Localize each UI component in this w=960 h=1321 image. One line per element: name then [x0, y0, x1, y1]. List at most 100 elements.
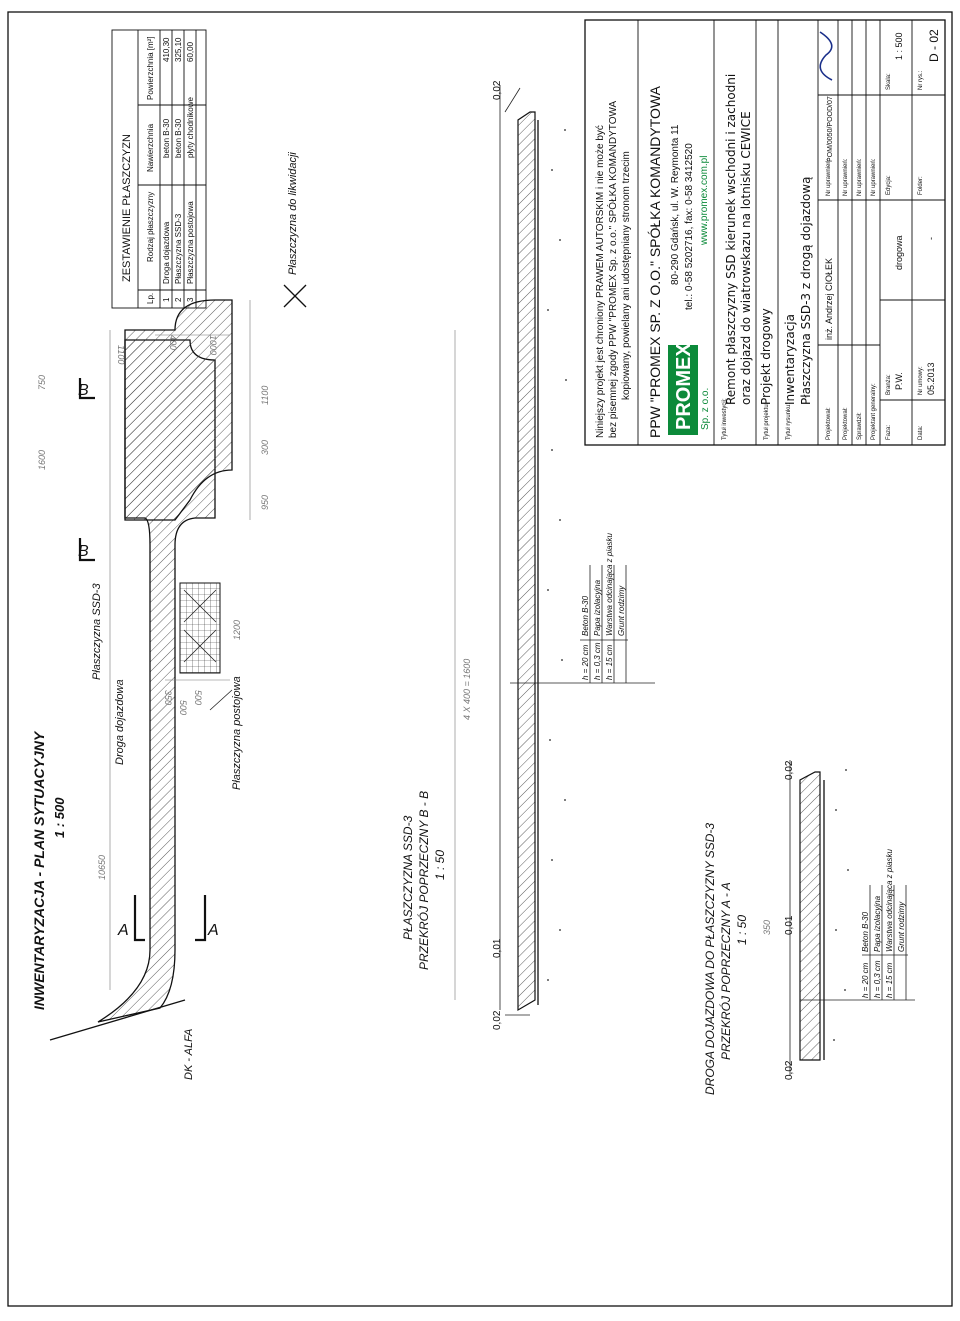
site-plan: INWENTARYZACJA - PLAN SYTUACYJNY 1 : 500… [31, 152, 456, 1080]
dim-1000: 1000 [208, 335, 218, 355]
license-label: Nr uprawnień: [826, 158, 832, 196]
dim-750: 750 [37, 375, 47, 390]
dim-1100: 1100 [260, 386, 270, 405]
section-mark-a2: A [207, 922, 219, 939]
plan-title: INWENTARYZACJA - PLAN SYTUACYJNY [31, 730, 47, 1010]
layer-name: Papa izolacyjna [873, 895, 882, 952]
section-aa-title1: DROGA DOJAZDOWA DO PŁASZCZYZNY SSD-3 [703, 823, 717, 1095]
signature [819, 31, 833, 81]
dim-350: 350 [163, 690, 173, 705]
legend-demolition-icon [283, 284, 307, 308]
promex-logo-sub: Sp. z o.o. [700, 388, 711, 430]
table-row: 1 Droga dojazdowa beton B-30 410,30 [162, 37, 171, 302]
inwestycja-line-2: oraz dojazd do wiatrowskazu na lotnisku … [739, 111, 753, 405]
section-aa-scale: 1 : 50 [735, 915, 749, 945]
section-aa-title2: PRZEKRÓJ POPRZECZNY A - A [718, 882, 733, 1060]
projekt-title: Projekt drogowy [759, 308, 773, 405]
nrrys-label: Nr rys.: [918, 70, 924, 90]
company-name: PPW "PROMEX SP. Z O.O." SPÓŁKA KOMANDYTO… [647, 85, 663, 438]
section-mark-b2: B [78, 382, 89, 399]
parking-pad [179, 582, 221, 674]
dim-400: 400 [168, 335, 178, 350]
license-label: Nr uprawnień: [843, 158, 849, 196]
layer-name: Grunt rodzimy [897, 901, 906, 952]
dim-500: 500 [193, 690, 203, 705]
section-bb-scale: 1 : 50 [433, 850, 447, 880]
edycja-label: Edycja: [886, 175, 892, 195]
pad-ssd3 [124, 299, 233, 521]
section-bb-slab [517, 111, 536, 1012]
layer-thickness: h = 15 cm [885, 962, 894, 998]
sheet-border [7, 11, 953, 1307]
layer-name: Warstwa odcinająca z piasku [885, 848, 894, 952]
table-cell: Płaszczyzna postojowa [186, 201, 195, 284]
personnel-rows: Projektował: inż. Andrzej CIOŁEK Nr upra… [818, 20, 881, 445]
skala-label: Skala: [886, 73, 892, 90]
layer-name: Grunt rodzimy [617, 585, 626, 636]
person-name: inż. Andrzej CIOŁEK [824, 258, 834, 340]
table-row: 2 Płaszczyzna SSD-3 beton B-30 325,10 [174, 37, 183, 302]
dim-300: 300 [260, 440, 270, 455]
layer-thickness: h = 20 cm [861, 962, 870, 998]
faza-value: P.W. [894, 372, 904, 390]
section-bb-title1: PŁASZCZYZNA SSD-3 [401, 815, 415, 940]
table-cell: Droga dojazdowa [162, 221, 171, 284]
notice-line-1: Niniejszy projekt jest chroniony PRAWEM … [595, 125, 606, 438]
plan-dimension-lines [109, 300, 456, 1000]
rysunek-line-2: Płaszczyzna SSD-3 z drogą dojazdową [799, 177, 813, 405]
table-header-lp: Lp. [146, 293, 155, 304]
section-mark-a1: A [117, 922, 129, 939]
section-bb-slope-left: 0,02 [492, 1010, 503, 1030]
layer-name: Beton B-30 [581, 595, 590, 636]
section-marker-a: A A [117, 895, 219, 942]
plan-scale: 1 : 500 [52, 797, 67, 838]
table-cell: beton B-30 [174, 118, 183, 158]
title-block: Niniejszy projekt jest chroniony PRAWEM … [584, 19, 946, 446]
dim-950: 950 [260, 495, 270, 510]
leader-postojowa [209, 689, 233, 711]
section-aa-layers: h = 20 cm Beton B-30 h = 0,3 cm Papa izo… [861, 848, 908, 1000]
promex-logo [668, 345, 698, 435]
section-bb-soil-pattern [547, 129, 567, 981]
section-bb-slope-mid: 0,01 [492, 938, 503, 958]
table-cell: płyty chodnikowe [186, 97, 195, 158]
table-header-rodzaj: Rodzaj płaszczyzny [146, 192, 155, 262]
skala-value: 1 : 500 [894, 32, 904, 60]
company-address: 80-290 Gdańsk, ul. W. Reymonta 11 [670, 124, 681, 285]
table-title: ZESTAWIENIE PŁASZCZYZN [121, 134, 133, 282]
table-cell: 3 [186, 297, 195, 302]
section-aa-slope-left: 0,02 [784, 1060, 795, 1080]
company-phone: tel.: 0-58 5202716, fax: 0-58 3412520 [684, 143, 695, 310]
role-label: Projektował: [843, 407, 849, 440]
umowa-value: - [926, 237, 936, 240]
license-label: Nr uprawnień: [871, 158, 877, 196]
section-bb-layers: h = 20 cm Beton B-30 h = 0,3 cm Papa izo… [580, 532, 628, 683]
table-cell: Płaszczyzna SSD-3 [174, 213, 183, 284]
label-postojowa: Płaszczyzna postojowa [231, 676, 243, 790]
table-cell: 60,00 [186, 41, 195, 62]
notice-line-3: kopiowany, powielany ani udostępniany st… [621, 151, 632, 400]
section-aa-slab [799, 771, 821, 1061]
table-row: 3 Płaszczyzna postojowa płyty chodnikowe… [186, 41, 195, 302]
section-aa-slope-mid: 0,01 [784, 915, 795, 935]
folder-label: Folder: [918, 176, 924, 195]
dim-10650: 10650 [97, 855, 107, 880]
dim-1100-top: 1100 [116, 345, 126, 364]
section-aa: DROGA DOJAZDOWA DO PŁASZCZYZNY SSD-3 PRZ… [703, 760, 915, 1095]
section-aa-slope-right: 0,02 [784, 760, 795, 780]
promex-logo-text: PROMEX [673, 343, 695, 430]
data-label: Data: [918, 425, 924, 440]
legend-demolition-label: Płaszczyzna do likwidacji [287, 152, 299, 275]
section-bb-slope-right: 0,02 [492, 80, 503, 100]
rysunek-label: Tytuł rysunku: [786, 403, 792, 440]
role-label: Projektant generalny: [871, 383, 877, 440]
section-bb: PŁASZCZYZNA SSD-3 PRZEKRÓJ POPRZECZNY B … [401, 80, 655, 1030]
section-bb-dim: 4 X 400 = 1600 [462, 659, 472, 720]
layer-name: Warstwa odcinająca z piasku [605, 532, 614, 636]
faza-label: Faza: [886, 425, 892, 440]
dim-500-b: 500 [178, 700, 188, 715]
branza-label: Branża: [886, 374, 892, 395]
license-label: Nr uprawnień: [857, 158, 863, 196]
